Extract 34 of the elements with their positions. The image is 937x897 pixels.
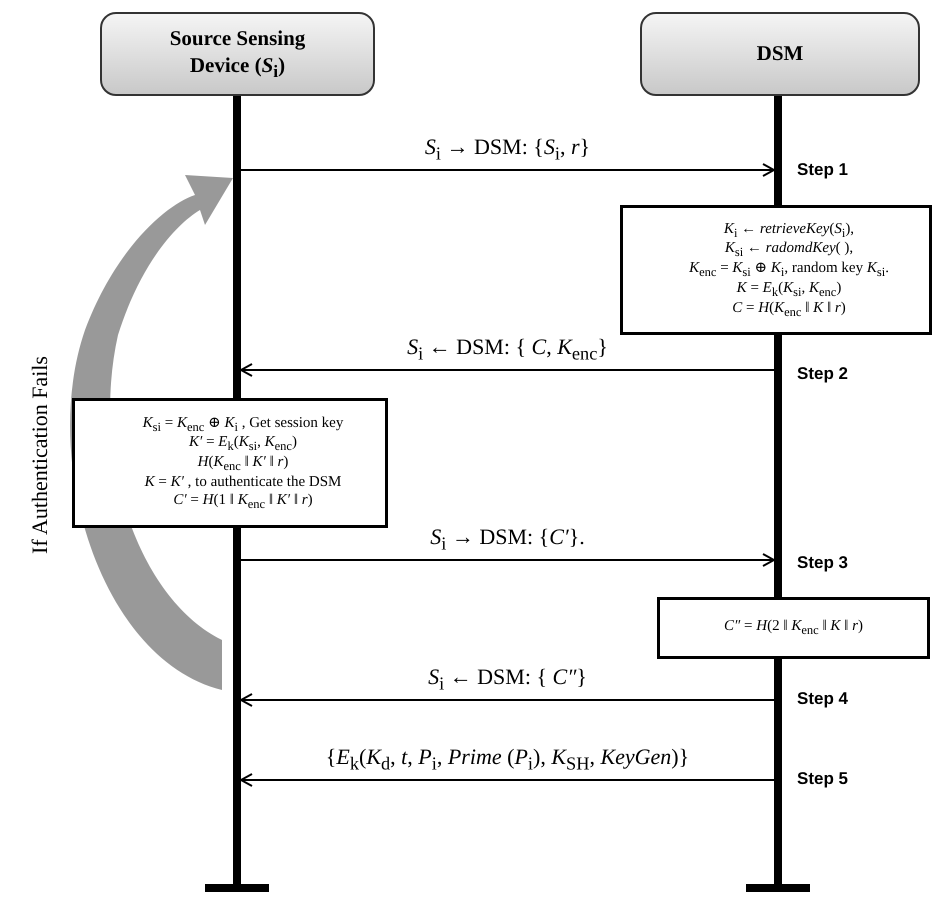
edge-label: {E$_{k}$(K$_{d}$, t, P$_{i}$, Prime (P$_{i}$), K$_{SH}$, KeyGen)} bbox=[326, 744, 690, 774]
edge-label: S$_{i}$ → DSM: {S$_{i}$, r} bbox=[424, 134, 590, 164]
step-label: Step 1 bbox=[797, 160, 848, 180]
formula-text: K$_{enc}$ = K$_{si}$ ⊕ K$_{i}$, random key K$_{si}$. bbox=[689, 260, 889, 280]
participant-box bbox=[640, 12, 920, 96]
arrow bbox=[240, 363, 774, 377]
process-box bbox=[620, 205, 932, 335]
arrow bbox=[240, 693, 774, 707]
participant-box bbox=[100, 12, 375, 96]
arrow bbox=[241, 553, 775, 567]
step-label: Step 3 bbox=[797, 553, 848, 573]
formula-text: H(K$_{enc}$ ‖ K′ ‖ r) bbox=[198, 454, 288, 474]
participant-name: DSM bbox=[756, 40, 804, 68]
formula-text: C′ = H(1 ‖ K$_{enc}$ ‖ K′ ‖ r) bbox=[173, 492, 313, 512]
step-label: Step 2 bbox=[797, 364, 848, 384]
formula-text: K′ = E$_{k}$(K$_{si}$, K$_{enc}$) bbox=[189, 434, 297, 454]
formula-text: K$_{si}$ ← radomdKey( ), bbox=[724, 240, 854, 260]
formula-text: K$_{si}$ = K$_{enc}$ ⊕ K$_{i}$ , Get session key bbox=[142, 414, 344, 434]
process-box bbox=[72, 398, 388, 528]
arrow bbox=[240, 773, 774, 787]
edge-label: S$_{i}$ ← DSM: { C″} bbox=[428, 664, 587, 694]
process-box bbox=[657, 597, 930, 659]
formula-text: K$_{i}$ ← retrieveKey(S$_{i}$), bbox=[724, 220, 854, 240]
formula-text: K = E$_{k}$(K$_{si}$, K$_{enc}$) bbox=[736, 280, 842, 300]
edge-label: S$_{i}$ → DSM: {C′}. bbox=[430, 524, 585, 554]
step-label: Step 4 bbox=[797, 689, 848, 709]
formula-text: C = H(K$_{enc}$ ‖ K ‖ r) bbox=[732, 300, 846, 320]
edge-label: S$_{i}$ ← DSM: { C, K$_{enc}$} bbox=[407, 334, 608, 364]
participant-name: Source Sensing Device (S$_{i}$) bbox=[168, 24, 306, 84]
formula-text: C″ = H(2 ‖ K$_{enc}$ ‖ K ‖ r) bbox=[724, 618, 863, 638]
edge-label: If Authentication Fails bbox=[26, 356, 53, 554]
formula-text: K = K′ , to authenticate the DSM bbox=[144, 474, 342, 492]
arrow bbox=[241, 163, 775, 177]
step-label: Step 5 bbox=[797, 769, 848, 789]
